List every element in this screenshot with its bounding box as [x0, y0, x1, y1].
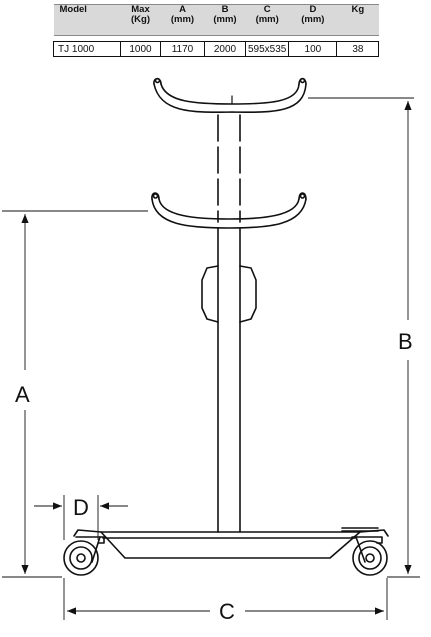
cell-d: 100	[288, 41, 338, 57]
right-caster	[351, 536, 388, 576]
header-c: C (mm)	[245, 4, 289, 36]
cell-kg: 38	[336, 41, 380, 57]
dimension-b	[308, 97, 420, 578]
header-kg: Kg	[336, 4, 379, 36]
spec-table: Model Max (Kg) A (mm) B (mm) C (mm) D (m…	[53, 4, 380, 57]
dimension-c-label: C	[219, 599, 235, 624]
table-header-row: Model Max (Kg) A (mm) B (mm) C (mm) D (m…	[53, 4, 379, 36]
header-d: D (mm)	[288, 4, 337, 36]
cell-c: 595x535	[244, 41, 290, 57]
dimension-a	[2, 210, 148, 578]
dimension-a-label: A	[15, 382, 30, 407]
header-model: Model	[53, 4, 121, 36]
lower-saddle	[151, 192, 307, 229]
dimension-c	[63, 578, 388, 620]
header-max: Max (Kg)	[120, 4, 161, 36]
left-caster	[63, 536, 105, 576]
table-row: TJ 1000 1000 1170 2000 595x535 100 38	[53, 41, 380, 57]
base	[73, 527, 389, 559]
dimension-d	[34, 495, 128, 540]
column-extension	[217, 114, 241, 223]
upper-saddle	[153, 77, 307, 114]
dimension-d-label: D	[73, 495, 89, 520]
header-b: B (mm)	[204, 4, 246, 36]
dimension-b-label: B	[398, 329, 413, 354]
column	[201, 227, 257, 533]
header-a: A (mm)	[160, 4, 205, 36]
